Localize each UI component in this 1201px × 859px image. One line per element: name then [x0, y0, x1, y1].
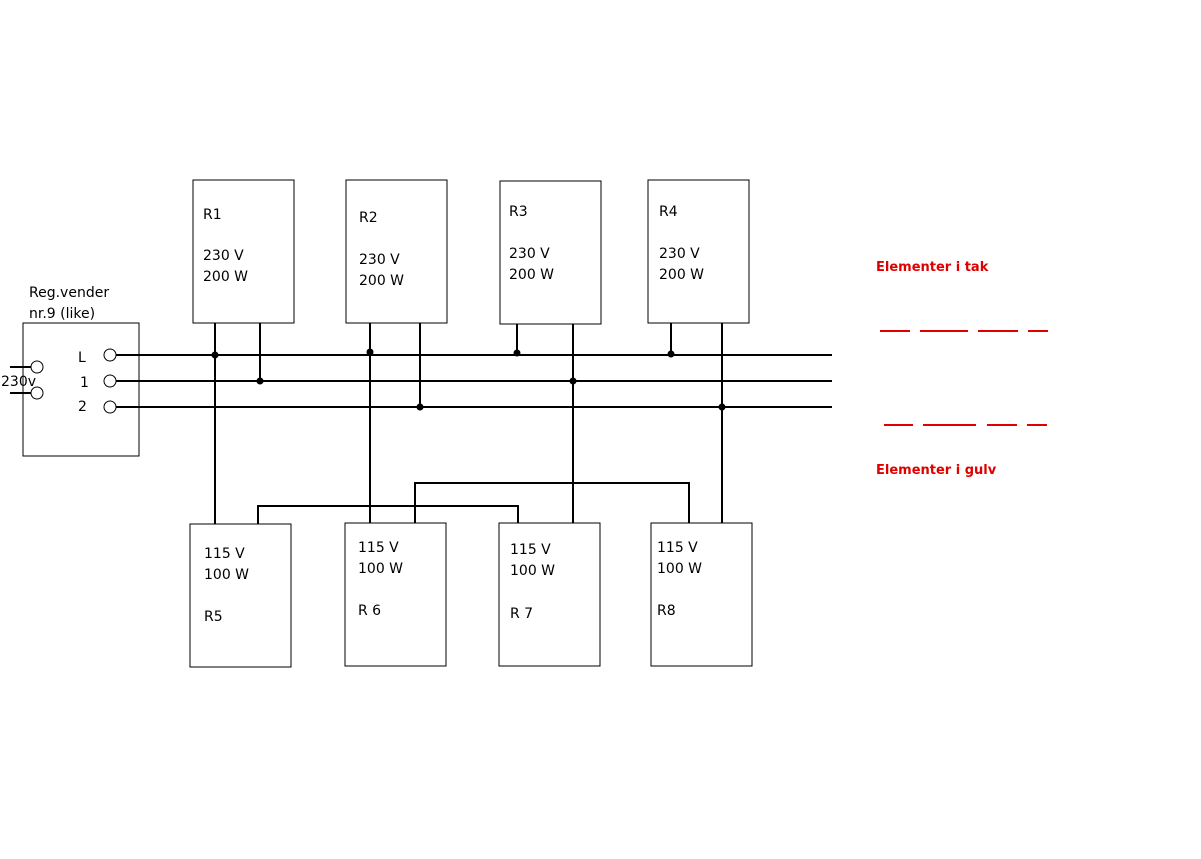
element-r3-box [499, 180, 602, 325]
terminal-2 [103, 400, 117, 414]
element-r8-name: R8 [657, 603, 676, 619]
regulator-switch: Reg.vender nr.9 (like) L 1 2 230v [1, 285, 140, 457]
element-r8-power: 100 W [657, 561, 702, 577]
legend-ceiling-label: Elementer i tak [876, 260, 989, 275]
regulator-box [22, 322, 140, 457]
terminal-l [103, 348, 117, 362]
element-r4-name: R4 [659, 204, 678, 220]
top-element-leads [214, 323, 723, 407]
element-r3-power: 200 W [509, 267, 554, 283]
element-r6-voltage: 115 V [358, 540, 399, 556]
legend-floor-label: Elementer i gulv [876, 463, 997, 478]
element-r7-voltage: 115 V [510, 542, 551, 558]
element-r1-box [192, 179, 295, 324]
legend: Elementer i tak Elementer i gulv [876, 260, 1048, 478]
element-r7-power: 100 W [510, 563, 555, 579]
supply-voltage-label: 230v [1, 374, 36, 390]
element-r6-name: R 6 [358, 603, 381, 619]
element-r8-box [650, 522, 753, 667]
element-r4: R4 230 V 200 W [647, 179, 750, 324]
element-r1-name: R1 [203, 207, 222, 223]
element-r4-voltage: 230 V [659, 246, 700, 262]
element-r3: R3 230 V 200 W [499, 180, 602, 325]
terminal-label-1: 1 [80, 375, 89, 391]
supply-terminal-2 [30, 386, 44, 400]
element-r2-box [345, 179, 448, 324]
element-r6-box [344, 522, 447, 667]
element-r2-voltage: 230 V [359, 252, 400, 268]
element-r8: 115 V 100 W R8 [650, 522, 753, 667]
element-r5-power: 100 W [204, 567, 249, 583]
element-r4-power: 200 W [659, 267, 704, 283]
element-r2: R2 230 V 200 W [345, 179, 448, 324]
element-r5: 115 V 100 W R5 [189, 523, 292, 668]
regulator-title-line1: Reg.vender [29, 285, 109, 301]
element-r7: 115 V 100 W R 7 [498, 522, 601, 667]
element-r1: R1 230 V 200 W [192, 179, 295, 324]
element-r7-name: R 7 [510, 606, 533, 622]
bottom-element-leads [214, 355, 723, 524]
supply-terminal-1 [30, 360, 44, 374]
element-r5-box [189, 523, 292, 668]
element-r6: 115 V 100 W R 6 [344, 522, 447, 667]
element-r1-voltage: 230 V [203, 248, 244, 264]
element-r3-name: R3 [509, 204, 528, 220]
element-r7-box [498, 522, 601, 667]
element-r5-name: R5 [204, 609, 223, 625]
element-r2-name: R2 [359, 210, 378, 226]
element-r5-voltage: 115 V [204, 546, 245, 562]
element-r3-voltage: 230 V [509, 246, 550, 262]
element-r2-power: 200 W [359, 273, 404, 289]
regulator-title-line2: nr.9 (like) [29, 306, 95, 322]
terminal-label-2: 2 [78, 399, 87, 415]
element-r8-voltage: 115 V [657, 540, 698, 556]
element-r6-power: 100 W [358, 561, 403, 577]
terminal-1 [103, 374, 117, 388]
bus-lines [103, 348, 832, 414]
terminal-label-l: L [78, 350, 86, 366]
junction-dots [211, 348, 726, 411]
element-r4-box [647, 179, 750, 324]
element-r1-power: 200 W [203, 269, 248, 285]
